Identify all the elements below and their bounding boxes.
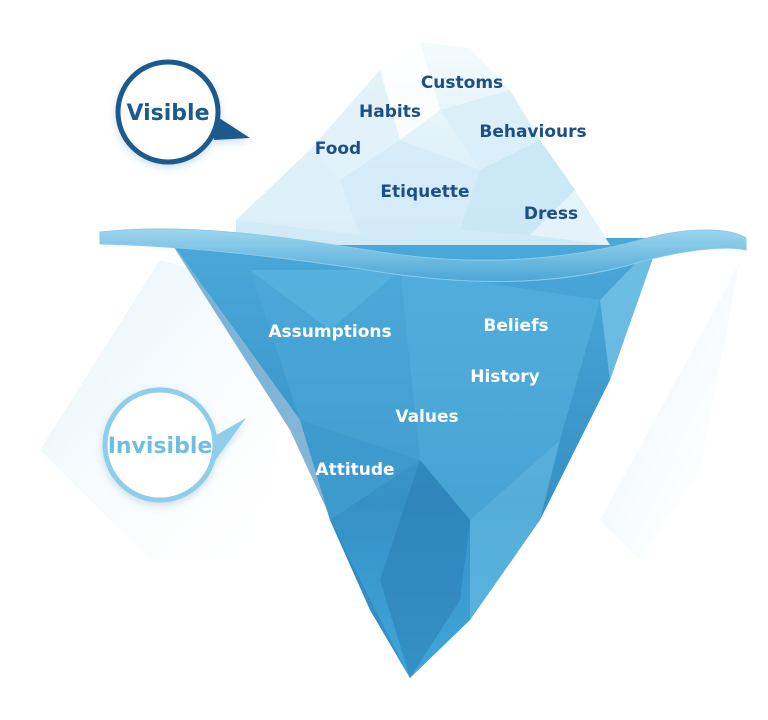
label-assumptions: Assumptions [268,322,391,342]
background-shadow-right [600,260,740,560]
label-behaviours: Behaviours [479,122,586,142]
label-customs: Customs [421,73,503,93]
label-dress: Dress [524,204,578,224]
label-attitude: Attitude [315,460,394,480]
label-food: Food [315,139,361,159]
invisible-bubble [102,387,246,503]
water-surface [99,228,747,282]
label-history: History [470,367,539,387]
label-etiquette: Etiquette [380,182,469,202]
invisible-label: Invisible [108,434,213,459]
iceberg-underwater [168,238,660,678]
iceberg-top [236,42,610,245]
visible-label: Visible [126,101,209,126]
label-habits: Habits [359,102,421,122]
label-beliefs: Beliefs [483,316,548,336]
label-values: Values [395,407,458,427]
visible-bubble [115,59,250,165]
